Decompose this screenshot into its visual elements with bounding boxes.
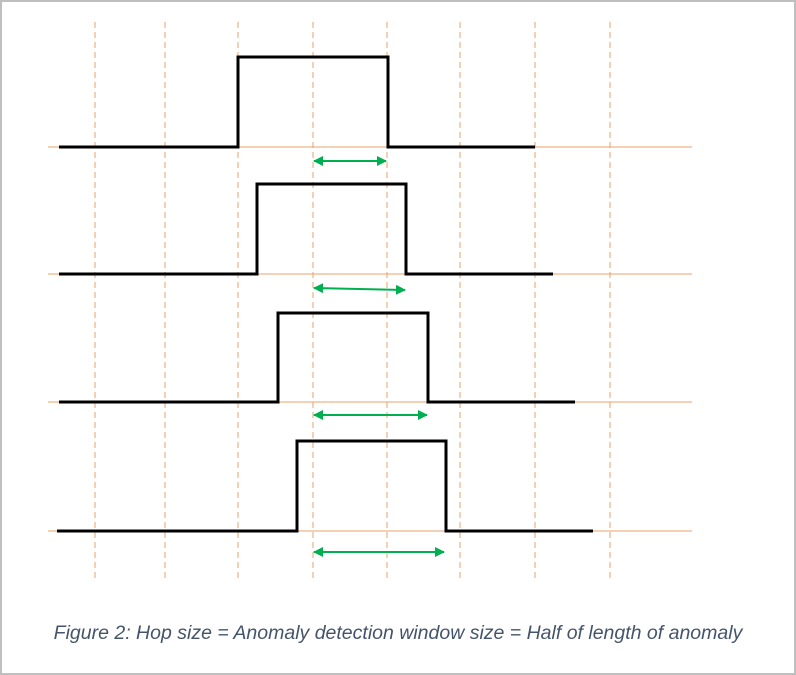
horizontal-baselines xyxy=(48,146,692,532)
anomaly-pulse-3 xyxy=(59,311,575,404)
anomaly-pulse-4 xyxy=(57,439,593,533)
window-arrow-2 xyxy=(313,283,406,295)
anomaly-pulse-2 xyxy=(59,182,553,276)
vertical-gridlines xyxy=(94,22,611,578)
window-arrows xyxy=(313,156,445,557)
figure-caption: Figure 2: Hop size = Anomaly detection w… xyxy=(53,622,743,644)
anomaly-signals xyxy=(57,55,593,533)
anomaly-pulse-1 xyxy=(59,55,535,149)
